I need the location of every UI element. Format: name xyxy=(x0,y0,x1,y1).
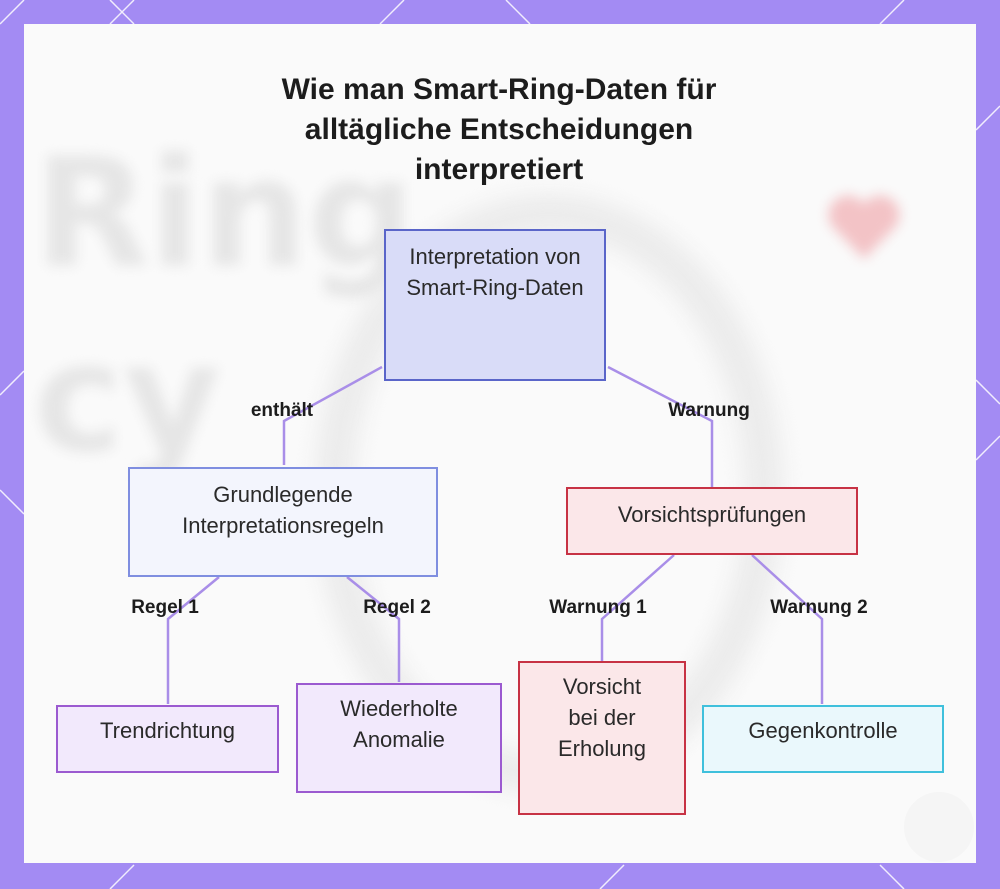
watermark-text: Ring xyxy=(34,127,416,301)
node-recovery-caution: Vorsicht bei der Erholung xyxy=(518,661,686,815)
diagram-canvas: Ring cy Wie man Smart-Ring-Daten für all… xyxy=(24,24,976,863)
node-trend-direction: Trendrichtung xyxy=(56,705,279,773)
edge-label-rule-1: Regel 1 xyxy=(131,597,199,618)
node-cross-check: Gegenkontrolle xyxy=(702,705,944,773)
edge-label-warning-2: Warnung 2 xyxy=(770,597,868,618)
node-repeated-anomaly: Wiederholte Anomalie xyxy=(296,683,502,793)
watermark-text-2: cy xyxy=(34,312,221,486)
node-caution-checks: Vorsichtsprüfungen xyxy=(566,487,858,555)
edge-label-warning-1: Warnung 1 xyxy=(549,597,647,618)
corner-logo xyxy=(904,792,974,862)
diagram-title: Wie man Smart-Ring-Daten für alltägliche… xyxy=(281,73,717,186)
heart-icon xyxy=(828,195,900,259)
edge-label-contains: enthält xyxy=(250,400,314,421)
edge-label-rule-2: Regel 2 xyxy=(363,597,431,618)
node-root: Interpretation von Smart-Ring-Daten xyxy=(384,229,606,381)
edge-label-warning: Warnung xyxy=(668,400,750,421)
connector-lines xyxy=(166,365,824,704)
node-basic-rules: Grundlegende Interpretationsregeln xyxy=(128,467,438,577)
